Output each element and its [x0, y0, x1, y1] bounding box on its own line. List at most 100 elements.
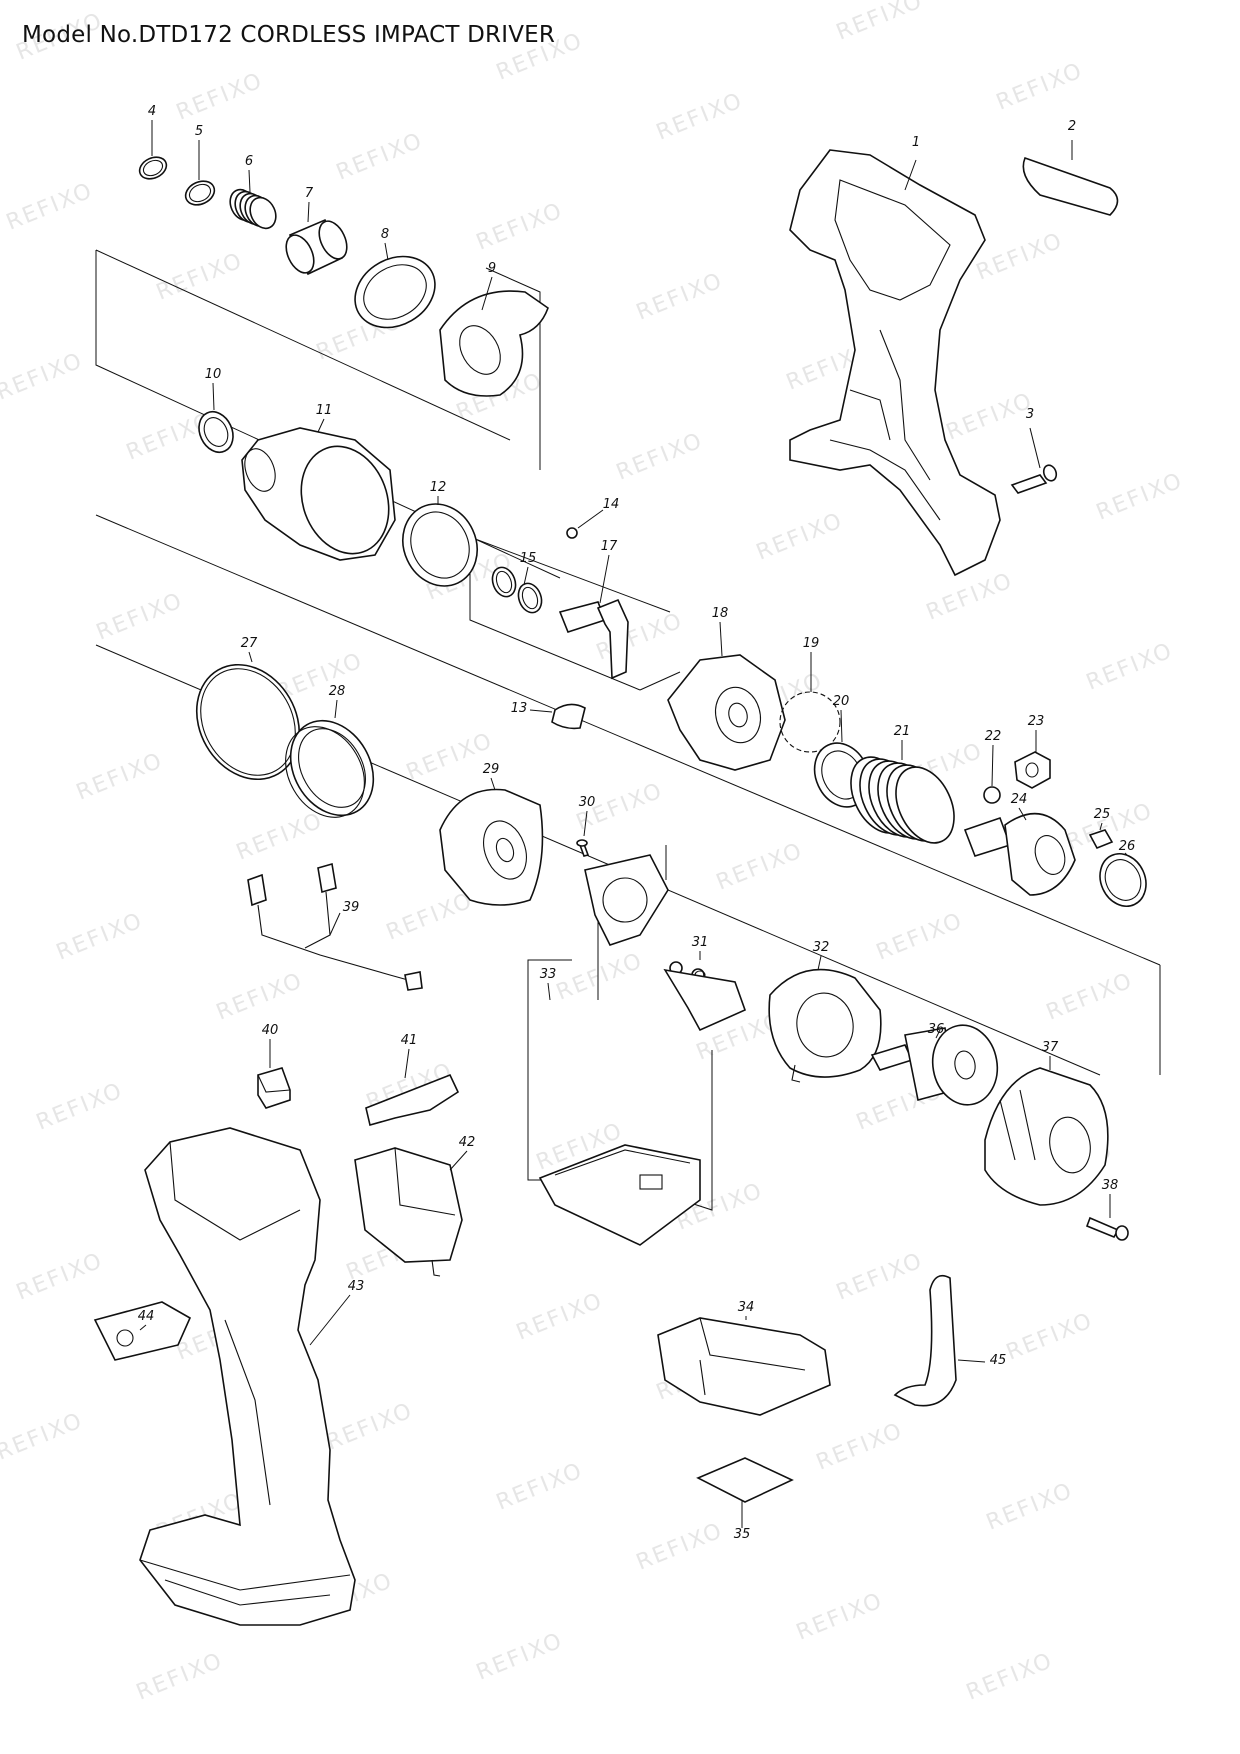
- watermark-text: REFIXO: [93, 588, 187, 645]
- part-leader-line: [384, 242, 389, 261]
- watermark-text: REFIXO: [983, 1478, 1077, 1535]
- washer-part: [402, 503, 478, 587]
- part-number-label: 23: [1028, 714, 1045, 729]
- watermark-text: REFIXO: [233, 808, 327, 865]
- watermark-text: REFIXO: [813, 1418, 907, 1475]
- part-number-label: 30: [579, 795, 596, 810]
- part-leader-line: [1018, 807, 1027, 821]
- part-number-label: 34: [738, 1300, 755, 1315]
- grip-cover-part: [93, 1301, 192, 1361]
- part-leader-line: [719, 621, 723, 657]
- watermark-text: REFIXO: [923, 568, 1017, 625]
- part-number-label: 26: [1119, 839, 1136, 854]
- screw-part: [1085, 1216, 1129, 1241]
- part-leader-line: [935, 1029, 941, 1039]
- part-number-label: 32: [813, 940, 830, 955]
- watermark-text: REFIXO: [993, 58, 1087, 115]
- part-number-label: 35: [734, 1527, 751, 1542]
- wire-harness-part: [247, 862, 423, 991]
- watermark-text: REFIXO: [1093, 468, 1187, 525]
- part-number-label: 12: [430, 480, 447, 495]
- part-leader-line: [248, 169, 251, 193]
- gear-housing-part: [439, 788, 544, 906]
- watermark-text: REFIXO: [33, 1078, 127, 1135]
- watermark-text: REFIXO: [53, 908, 147, 965]
- switch-block-part: [257, 1067, 291, 1109]
- watermark-text: REFIXO: [833, 0, 927, 46]
- o-ring-part: [198, 411, 234, 453]
- screw-part: [576, 839, 590, 857]
- guide-line: [95, 514, 1161, 966]
- part-number-label: 4: [148, 104, 156, 119]
- bumper-ring-part: [354, 255, 436, 329]
- part-leader-line: [1099, 822, 1103, 831]
- part-number-label: 17: [601, 539, 618, 554]
- hammer-part: [667, 654, 786, 771]
- part-number-label: 20: [833, 694, 850, 709]
- controller-part: [538, 854, 747, 1246]
- front-cover-part: [439, 290, 549, 397]
- part-leader-line: [599, 554, 610, 604]
- switch-part: [354, 1147, 463, 1277]
- part-number-label: 9: [488, 261, 496, 276]
- retaining-ring-part: [1099, 853, 1147, 907]
- part-leader-line: [583, 810, 588, 837]
- part-leader-line: [329, 912, 341, 936]
- screw-part: [1010, 464, 1058, 494]
- part-leader-line: [577, 509, 604, 529]
- watermark-text: REFIXO: [0, 1408, 87, 1465]
- watermark-text: REFIXO: [323, 1398, 417, 1455]
- part-number-label: 18: [712, 606, 729, 621]
- part-number-label: 27: [241, 636, 258, 651]
- watermark-text: REFIXO: [633, 268, 727, 325]
- part-number-label: 6: [245, 154, 253, 169]
- hammer-case-part: [241, 427, 396, 561]
- pin-part: [1088, 829, 1114, 850]
- page-title: Model No.DTD172 CORDLESS IMPACT DRIVER: [22, 22, 556, 48]
- guide-line: [95, 250, 561, 579]
- spindle-part: [963, 812, 1076, 896]
- part-leader-line: [449, 1150, 468, 1171]
- part-leader-line: [904, 159, 917, 191]
- spring-part: [229, 188, 277, 230]
- part-number-label: 1: [912, 135, 920, 150]
- watermark-text: REFIXO: [173, 68, 267, 125]
- watermark-text: REFIXO: [153, 248, 247, 305]
- part-leader-line: [309, 1294, 351, 1346]
- watermark-text: REFIXO: [793, 1588, 887, 1645]
- sleeve-part: [285, 218, 348, 276]
- part-number-label: 5: [195, 124, 203, 139]
- ring-part: [138, 156, 168, 180]
- watermark-text: REFIXO: [653, 88, 747, 145]
- watermark-text: REFIXO: [633, 1518, 727, 1575]
- watermark-text: REFIXO: [713, 838, 807, 895]
- watermark-text: REFIXO: [943, 388, 1037, 445]
- large-o-ring-part: [195, 663, 301, 781]
- o-ring-part: [491, 566, 543, 614]
- part-number-label: 22: [985, 729, 1002, 744]
- part-leader-line: [1029, 427, 1041, 469]
- watermark-text: REFIXO: [473, 198, 567, 255]
- housing-right-part: [789, 149, 1001, 577]
- watermark-text: REFIXO: [3, 178, 97, 235]
- watermark-text: REFIXO: [613, 428, 707, 485]
- part-number-label: 11: [316, 403, 333, 418]
- part-drawings: [93, 149, 1147, 1626]
- part-leader-line: [307, 201, 310, 223]
- stator-part: [768, 968, 882, 1083]
- part-leader-line: [139, 1324, 147, 1331]
- part-number-label: 37: [1042, 1040, 1059, 1055]
- strap-part: [893, 1274, 957, 1407]
- part-number-label: 40: [262, 1023, 279, 1038]
- part-number-label: 36: [928, 1022, 945, 1037]
- guide-line: [485, 267, 541, 470]
- part-number-label: 3: [1026, 407, 1034, 422]
- part-number-label: 44: [138, 1309, 155, 1324]
- ring-part: [184, 180, 216, 206]
- ball-part: [983, 786, 1001, 804]
- part-leader-line: [529, 709, 553, 713]
- switch-lever-part: [365, 1073, 460, 1126]
- name-plate-part: [1022, 156, 1119, 216]
